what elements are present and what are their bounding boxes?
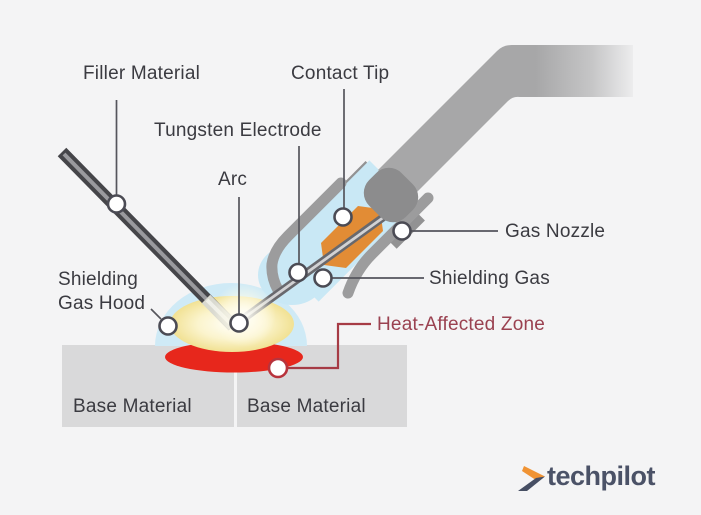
filler-rod-highlight bbox=[62, 152, 220, 313]
arc-anchor-dot bbox=[229, 313, 249, 333]
chevron-arrow-icon-top bbox=[522, 466, 545, 480]
torch-handle bbox=[378, 45, 633, 200]
contact-tip-anchor-dot bbox=[333, 207, 353, 227]
filler-material-label: Filler Material bbox=[83, 63, 201, 84]
gas-nozzle-left-wall bbox=[266, 177, 347, 296]
tungsten-electrode-anchor-dot bbox=[288, 262, 308, 283]
gas-nozzle-label: Gas Nozzle bbox=[505, 221, 606, 242]
techpilot-logo-text: techpilot bbox=[547, 461, 656, 491]
heat-affected-zone-leader-line bbox=[287, 322, 371, 370]
shielding-gas-hood-anchor-dot bbox=[158, 316, 178, 336]
filler-material-anchor-dot bbox=[106, 194, 127, 214]
gas-nozzle-right-wall bbox=[342, 192, 434, 299]
base-material-left-label: Base Material bbox=[73, 396, 192, 417]
anchor-dots bbox=[106, 194, 412, 336]
torch-collar bbox=[363, 167, 419, 223]
leader-lines bbox=[115, 89, 498, 320]
techpilot-logo-icon bbox=[518, 466, 545, 491]
tig-torch bbox=[237, 45, 633, 325]
shielding-gas-hood-leader-line bbox=[150, 308, 162, 320]
shielding-gas-anchor-dot bbox=[313, 268, 333, 288]
heat-affected-zone-label: Heat-Affected Zone bbox=[377, 314, 546, 335]
chevron-arrow-icon-bottom bbox=[518, 476, 545, 491]
arc-label: Arc bbox=[218, 169, 248, 190]
heat-affected-zone-anchor-dot bbox=[267, 357, 289, 379]
tungsten-electrode-label: Tungsten Electrode bbox=[154, 120, 322, 141]
contact-tip-label: Contact Tip bbox=[291, 63, 390, 84]
gas-nozzle-anchor-dot bbox=[392, 221, 412, 241]
shielding-gas-label: Shielding Gas bbox=[429, 268, 550, 289]
shielding-gas-hood-label: Shielding Gas Hood bbox=[58, 269, 146, 314]
base-material-right-label: Base Material bbox=[247, 396, 366, 417]
